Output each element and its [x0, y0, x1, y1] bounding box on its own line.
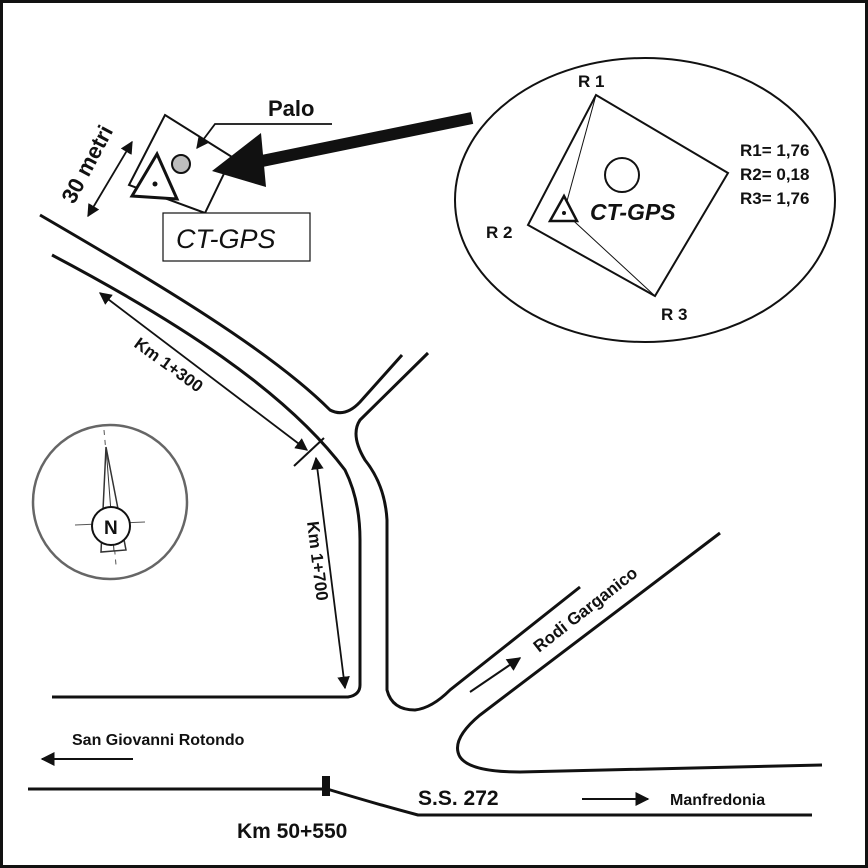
detail-ellipse — [454, 57, 836, 343]
compass: N — [31, 423, 189, 581]
label-manfredonia: Manfredonia — [670, 792, 765, 809]
callout-arrow-shaft — [250, 112, 474, 169]
dimension-30m — [87, 140, 133, 218]
detail-inset: R 1 R 2 R 3 CT-GPS R1= 1,76 R2= 0,18 R3=… — [454, 57, 836, 343]
dimension-km-1700 — [311, 456, 350, 690]
palo-leader — [196, 123, 332, 150]
compass-north-label: N — [104, 518, 118, 539]
triangle-station-dot — [152, 181, 158, 187]
road-branch-edge — [354, 351, 581, 712]
label-r2: R 2 — [486, 223, 512, 242]
detail-triangle-station-icon — [547, 193, 580, 223]
triangle-station-icon — [129, 150, 180, 201]
road-ss272 — [28, 787, 812, 817]
measurement-r2: R2= 0,18 — [740, 165, 809, 184]
km-marker-50550 — [322, 776, 330, 796]
detail-pole-icon — [604, 157, 640, 193]
detail-line-r3 — [563, 211, 656, 297]
label-r1: R 1 — [578, 72, 604, 91]
road-rodi-edge — [456, 531, 823, 774]
detail-line-r1 — [563, 94, 597, 213]
km-tick-1300 — [293, 437, 325, 467]
callout-arrow-head — [212, 133, 266, 187]
pole-icon — [171, 154, 191, 174]
measurement-r1: R1= 1,76 — [740, 141, 809, 160]
measurement-r3: R3= 1,76 — [740, 189, 809, 208]
label-station-box: CT-GPS — [176, 224, 276, 254]
label-ss272: S.S. 272 — [418, 787, 499, 810]
compass-center — [91, 506, 131, 546]
station-label-box — [162, 212, 311, 262]
detail-triangle-dot — [562, 211, 566, 215]
label-san-giovanni-rotondo: San Giovanni Rotondo — [72, 732, 245, 749]
label-palo: Palo — [268, 96, 314, 121]
direction-arrow-rodi — [469, 657, 522, 693]
label-km-50550: Km 50+550 — [237, 820, 347, 843]
label-r3: R 3 — [661, 305, 687, 324]
dimension-km-1300 — [98, 292, 309, 451]
label-station-detail: CT-GPS — [590, 199, 676, 225]
